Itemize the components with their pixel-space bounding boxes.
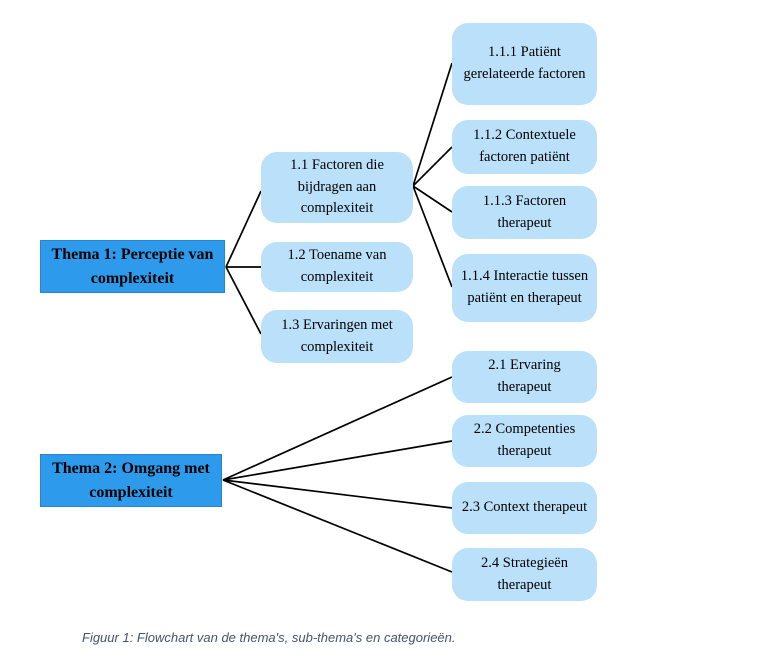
node-categorie-1-1-1: 1.1.1 Patiënt gerelateerde factoren [452,23,597,105]
connector-line [225,190,262,268]
connector-line [222,440,453,481]
figure-caption: Figuur 1: Flowchart van de thema's, sub-… [82,630,456,645]
node-categorie-2-2: 2.2 Competenties therapeut [452,415,597,467]
node-categorie-2-1: 2.1 Ervaring therapeut [452,351,597,403]
connector-line [412,62,453,187]
connector-line [222,479,453,573]
connector-line [412,146,453,187]
connector-line [225,266,262,335]
node-categorie-2-3: 2.3 Context therapeut [452,482,597,534]
node-categorie-2-4: 2.4 Strategieën therapeut [452,548,597,601]
node-thema-2: Thema 2: Omgang met complexiteit [40,454,222,507]
node-subthema-1-1: 1.1 Factoren die bijdragen aan complexit… [261,152,413,223]
node-subthema-1-2: 1.2 Toename van complexiteit [261,242,413,292]
connector-line [222,376,453,481]
connector-line [412,185,453,213]
connector-line [222,479,453,509]
node-categorie-1-1-4: 1.1.4 Interactie tussen patiënt en thera… [452,254,597,322]
connector-line [412,185,453,288]
node-categorie-1-1-3: 1.1.3 Factoren therapeut [452,186,597,239]
node-categorie-1-1-2: 1.1.2 Contextuele factoren patiënt [452,120,597,174]
node-thema-1: Thema 1: Perceptie van complexiteit [40,240,225,293]
node-subthema-1-3: 1.3 Ervaringen met complexiteit [261,310,413,363]
